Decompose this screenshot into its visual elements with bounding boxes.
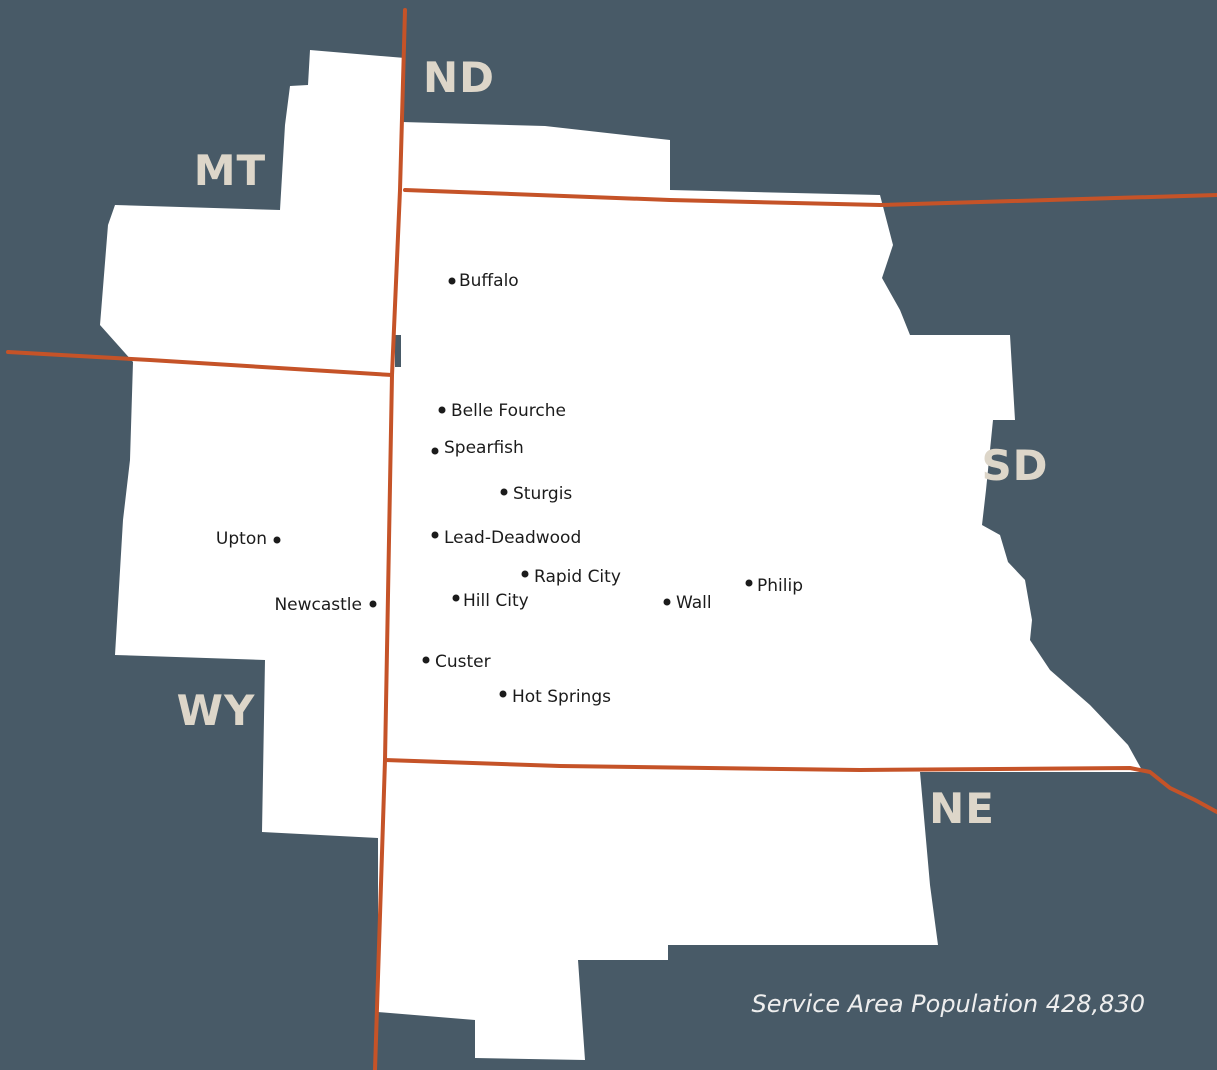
state-label-sd: SD — [981, 441, 1048, 490]
city-dot-spearfish — [431, 447, 439, 455]
city-dot-buffalo — [448, 277, 456, 285]
city-label-rapid-city: Rapid City — [534, 567, 621, 587]
border-sd-ne — [383, 758, 1217, 814]
city-label-wall: Wall — [676, 593, 712, 613]
city-label-newcastle: Newcastle — [274, 595, 362, 615]
city-label-upton: Upton — [216, 529, 267, 549]
city-dot-hill-city — [452, 594, 460, 602]
population-caption: Service Area Population 428,830 — [751, 990, 1145, 1018]
city-label-spearfish: Spearfish — [444, 438, 524, 458]
city-dot-lead-deadwood — [431, 531, 439, 539]
city-dot-custer — [422, 656, 430, 664]
city-label-sturgis: Sturgis — [513, 484, 572, 504]
state-label-mt: MT — [194, 146, 266, 195]
border-nd-sd — [403, 188, 1217, 207]
map-notch — [395, 335, 401, 367]
state-label-nd: ND — [423, 53, 495, 102]
city-dot-wall — [663, 598, 671, 606]
state-label-wy: WY — [177, 686, 256, 735]
city-dot-newcastle — [369, 600, 377, 608]
city-label-buffalo: Buffalo — [459, 271, 519, 291]
city-label-hot-springs: Hot Springs — [512, 687, 611, 707]
service-area-region — [100, 50, 1143, 1060]
city-label-philip: Philip — [757, 576, 803, 596]
city-dot-belle-fourche — [438, 406, 446, 414]
city-dot-hot-springs — [499, 690, 507, 698]
city-dot-philip — [745, 579, 753, 587]
city-label-hill-city: Hill City — [463, 591, 529, 611]
border-mt-wy — [6, 350, 394, 377]
city-markers: Buffalo Belle Fourche Spearfish Sturgis … — [216, 271, 803, 707]
city-label-custer: Custer — [435, 652, 491, 672]
city-dot-upton — [273, 536, 281, 544]
city-label-belle-fourche: Belle Fourche — [451, 401, 566, 421]
city-dot-sturgis — [500, 488, 508, 496]
state-borders — [6, 8, 1217, 1070]
city-label-lead-deadwood: Lead-Deadwood — [444, 528, 581, 548]
state-label-ne: NE — [929, 784, 995, 833]
city-dot-rapid-city — [521, 570, 529, 578]
